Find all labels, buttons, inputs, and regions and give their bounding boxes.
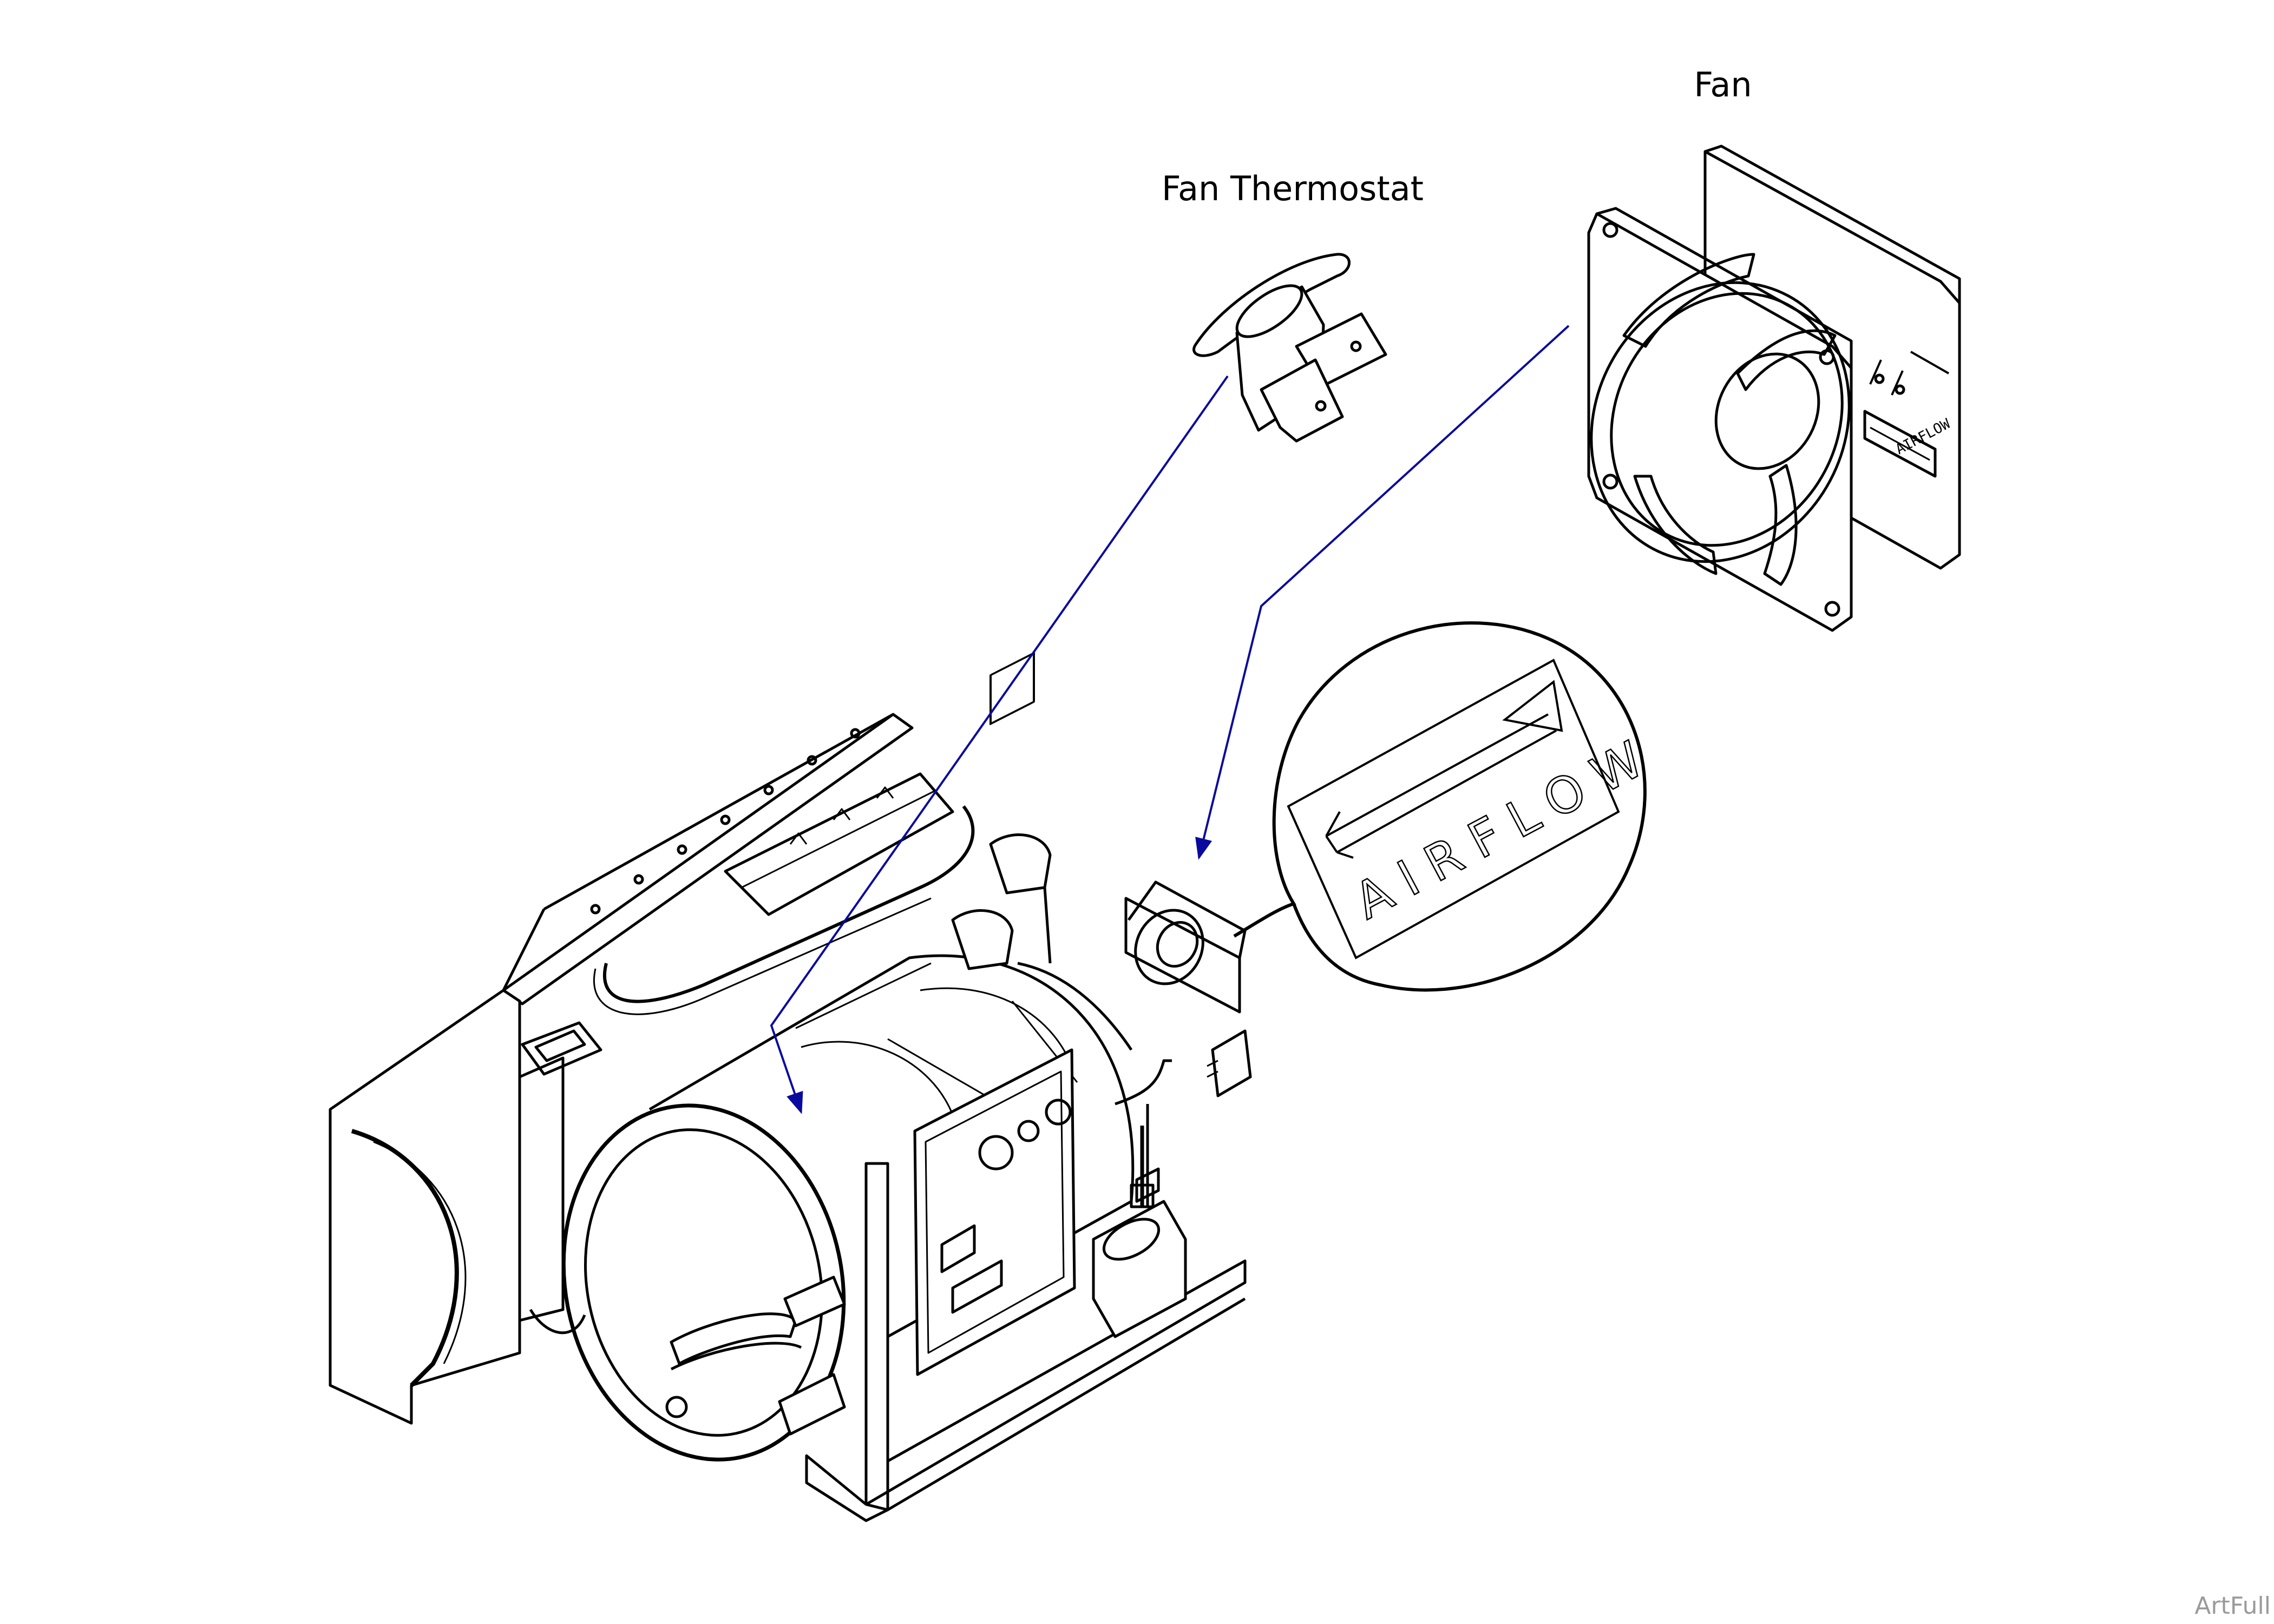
airflow-detail-callout xyxy=(1233,621,1647,992)
fan-label: Fan xyxy=(1694,65,1752,104)
fan-thermostat-drawing xyxy=(1192,253,1387,443)
fan-leader-line xyxy=(1195,325,1570,860)
leader-lines xyxy=(770,325,1570,1114)
fan-drawing xyxy=(1587,144,1961,632)
artfull-watermark: ArtFull xyxy=(2194,1592,2271,1620)
fan-thermostat-label: Fan Thermostat xyxy=(1162,169,1424,208)
thermostat-leader-line xyxy=(770,375,1229,1114)
autoclave-chassis-drawing xyxy=(329,652,1252,1522)
